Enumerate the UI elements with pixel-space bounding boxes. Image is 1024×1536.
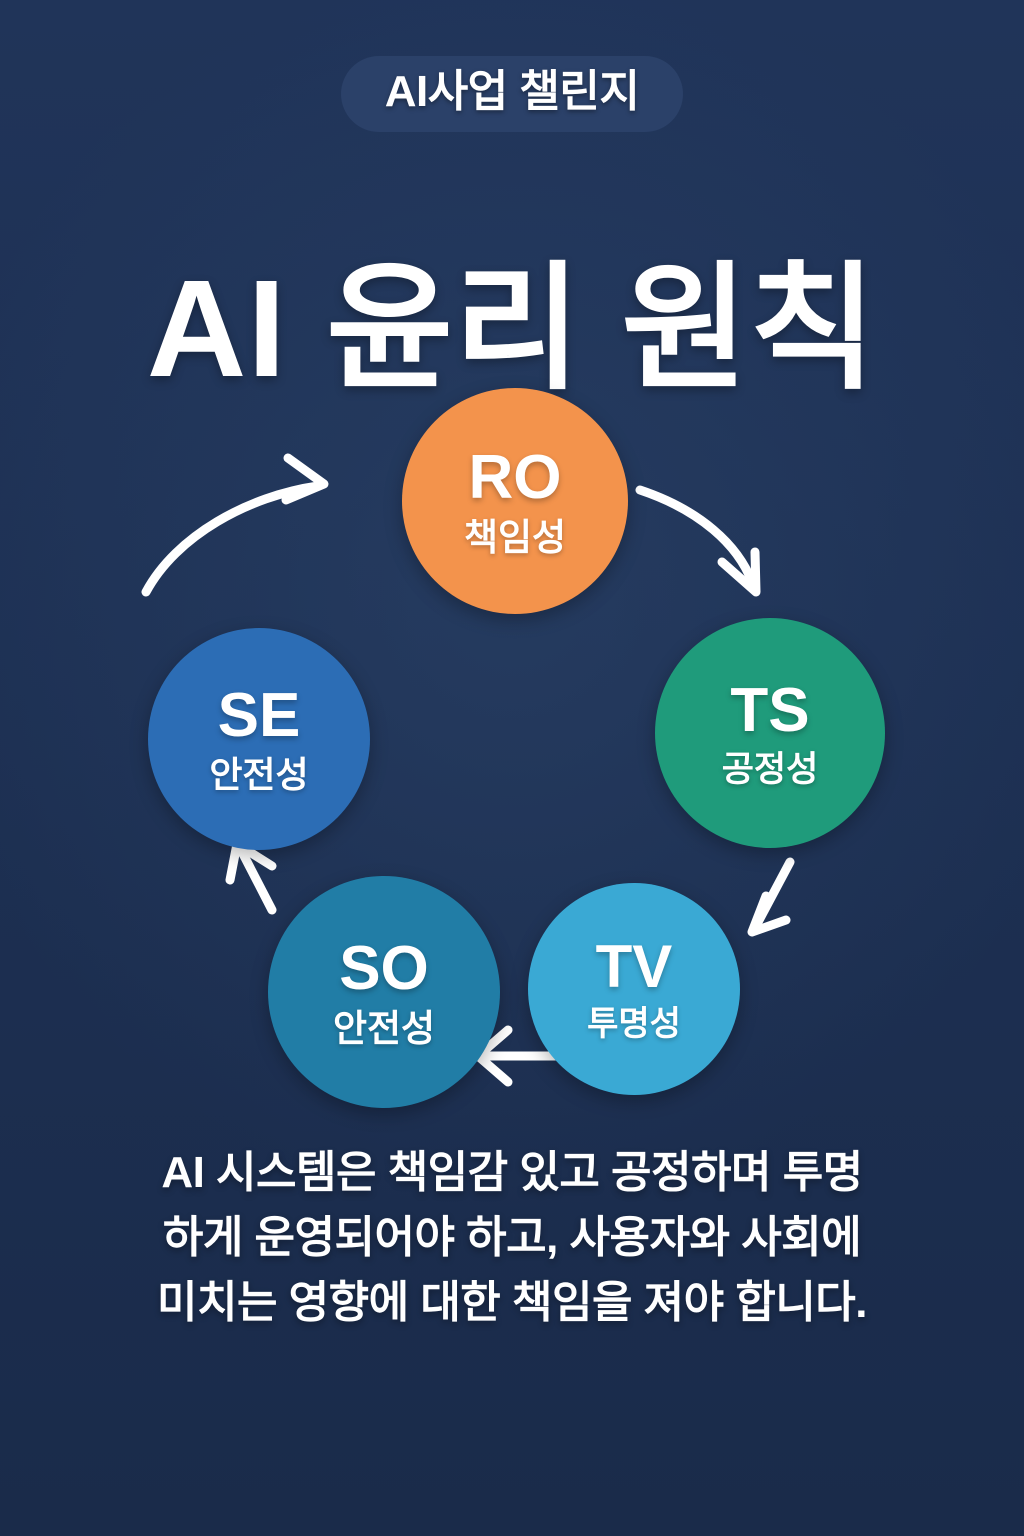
node-code-ts: TS: [730, 675, 810, 745]
node-code-se: SE: [217, 681, 301, 750]
cycle-node-so[interactable]: SO 안전성: [268, 876, 500, 1108]
arrow-ts-to-tv: [747, 857, 795, 937]
page-title: AI 윤리 원칙: [146, 252, 878, 407]
node-label-ts: 공정성: [721, 749, 819, 789]
cycle-node-se[interactable]: SE 안전성: [148, 628, 370, 850]
arrow-ro-to-ts: [635, 485, 761, 597]
arrow-so-to-se: [225, 839, 277, 915]
node-code-ro: RO: [468, 442, 562, 512]
cycle-node-ro[interactable]: RO 책임성: [402, 388, 628, 614]
node-label-tv: 투명성: [587, 1005, 681, 1043]
caption-line-2: 하게 운영되어야 하고, 사용자와 사회에: [162, 1213, 862, 1263]
title-container: AI 윤리 원칙: [0, 168, 1024, 491]
summary-caption: AI 시스템은 책임감 있고 공정하며 투명 하게 운영되어야 하고, 사용자와…: [0, 1140, 1024, 1335]
node-label-so: 안전성: [332, 1007, 436, 1049]
ethics-cycle-diagram: RO 책임성 TS 공정성 TV 투명성 SO 안전성 SE 안전성: [0, 370, 1024, 1130]
caption-line-3: 미치는 영향에 대한 책임을 져야 합니다.: [156, 1278, 868, 1328]
caption-line-1: AI 시스템은 책임감 있고 공정하며 투명: [161, 1148, 863, 1197]
node-code-tv: TV: [595, 933, 673, 1000]
challenge-badge: AI사업 챌린지: [340, 56, 684, 132]
badge-container: AI사업 챌린지: [0, 56, 1024, 132]
cycle-node-tv[interactable]: TV 투명성: [528, 883, 740, 1095]
arrow-se-to-ro: [141, 453, 329, 597]
node-label-ro: 책임성: [463, 516, 567, 558]
node-code-so: SO: [339, 933, 429, 1003]
cycle-node-ts[interactable]: TS 공정성: [655, 618, 885, 848]
node-label-se: 안전성: [209, 754, 309, 795]
